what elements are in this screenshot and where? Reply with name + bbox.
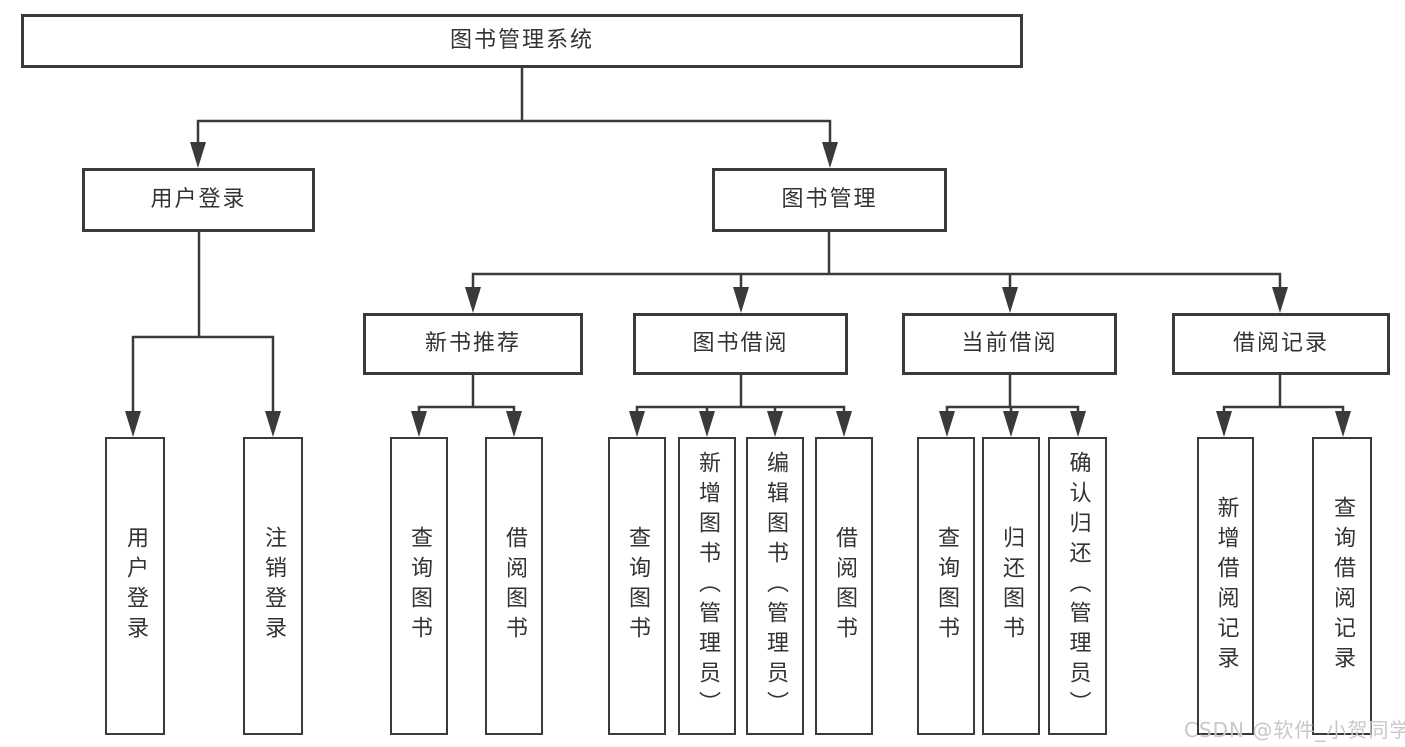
node-label: 图书管理 — [781, 187, 878, 212]
node-return-books: 归还图书 — [982, 437, 1040, 735]
node-borrow-records: 借阅记录 — [1172, 313, 1390, 375]
node-label: 当前借阅 — [961, 331, 1058, 356]
node-label: 借阅记录 — [1232, 331, 1329, 356]
node-label: 归还图书 — [999, 526, 1024, 646]
node-user-login-action: 用户登录 — [105, 437, 165, 735]
node-user-login: 用户登录 — [82, 168, 315, 232]
node-label: 注销登录 — [261, 526, 286, 646]
node-logout-action: 注销登录 — [243, 437, 303, 735]
node-borrow-books-recommend: 借阅图书 — [485, 437, 543, 735]
node-confirm-return-admin: 确认归还（管理员） — [1048, 437, 1107, 735]
csdn-watermark: CSDN @软件_小贺同学 — [1184, 718, 1405, 742]
node-label: 查询借阅记录 — [1330, 496, 1355, 676]
node-label: 查询图书 — [934, 526, 959, 646]
node-label: 查询图书 — [625, 526, 650, 646]
node-label: 图书管理系统 — [449, 28, 594, 53]
node-label: 用户登录 — [150, 187, 247, 212]
node-borrow-books: 借阅图书 — [815, 437, 873, 735]
node-query-borrow-record: 查询借阅记录 — [1312, 437, 1372, 735]
node-label: 用户登录 — [123, 526, 148, 646]
node-label: 图书借阅 — [692, 331, 789, 356]
node-current-borrow: 当前借阅 — [902, 313, 1117, 375]
node-add-books-admin: 新增图书（管理员） — [678, 437, 736, 735]
node-edit-books-admin: 编辑图书（管理员） — [746, 437, 804, 735]
node-add-borrow-record: 新增借阅记录 — [1197, 437, 1254, 735]
node-query-books-recommend: 查询图书 — [390, 437, 448, 735]
node-label: 借阅图书 — [502, 526, 527, 646]
node-new-book-recommend: 新书推荐 — [363, 313, 583, 375]
node-label: 新增借阅记录 — [1213, 496, 1239, 676]
node-label: 新增图书（管理员） — [695, 451, 720, 721]
node-book-management-system: 图书管理系统 — [21, 14, 1023, 68]
node-label: 确认归还（管理员） — [1065, 451, 1091, 721]
node-query-books-borrow: 查询图书 — [608, 437, 666, 735]
node-label: 查询图书 — [407, 526, 432, 646]
node-label: 借阅图书 — [832, 526, 857, 646]
node-book-borrow: 图书借阅 — [633, 313, 848, 375]
node-label: 编辑图书（管理员） — [763, 451, 788, 721]
node-book-management: 图书管理 — [712, 168, 947, 232]
node-label: 新书推荐 — [424, 331, 521, 356]
node-query-books-current: 查询图书 — [917, 437, 975, 735]
